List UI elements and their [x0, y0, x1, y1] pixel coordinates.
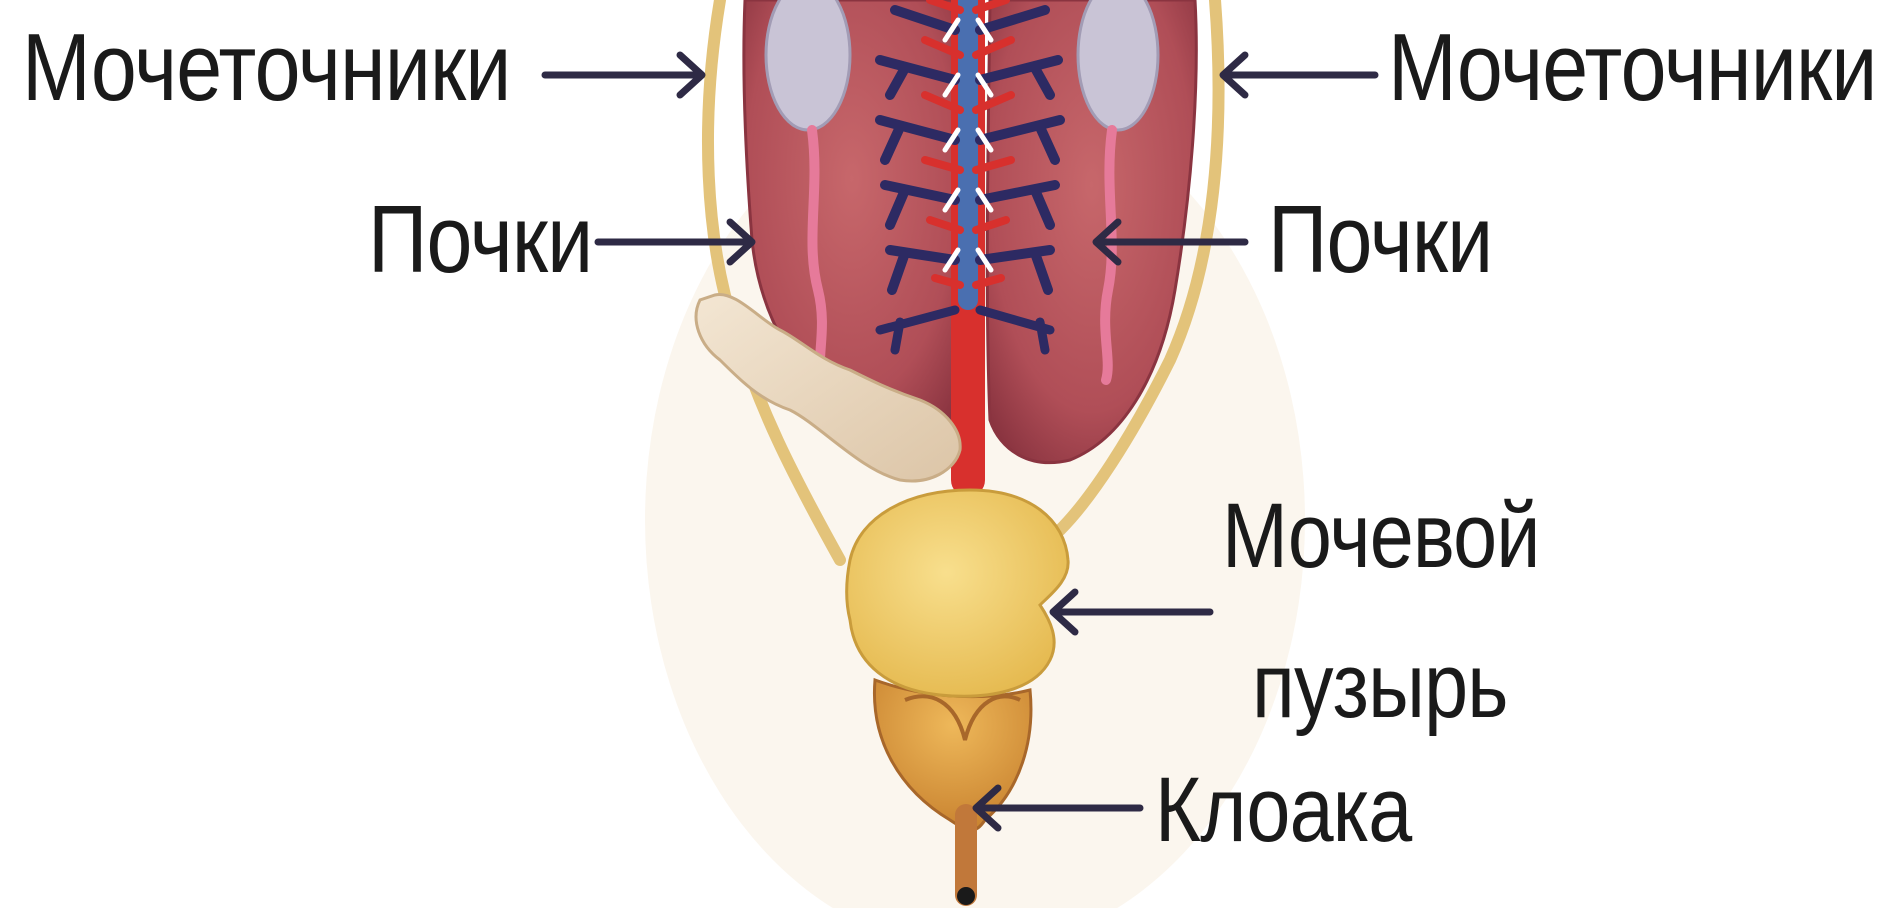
- label-kidneys-right: Почки: [1268, 190, 1492, 290]
- right-gonad: [1078, 0, 1158, 130]
- label-ureters-left: Мочеточники: [22, 18, 510, 118]
- left-gonad: [766, 0, 850, 130]
- arrow-ureters-left: [545, 55, 702, 95]
- arrow-ureters-right: [1223, 55, 1375, 95]
- bladder-shape: [847, 490, 1069, 696]
- cloaca-opening: [957, 887, 975, 905]
- label-bladder-line2: пузырь: [1252, 638, 1508, 734]
- label-bladder-line1: Мочевой: [1222, 488, 1540, 584]
- label-ureters-right: Мочеточники: [1388, 18, 1876, 118]
- label-kidneys-left: Почки: [368, 190, 592, 290]
- label-cloaca: Клоака: [1155, 762, 1411, 858]
